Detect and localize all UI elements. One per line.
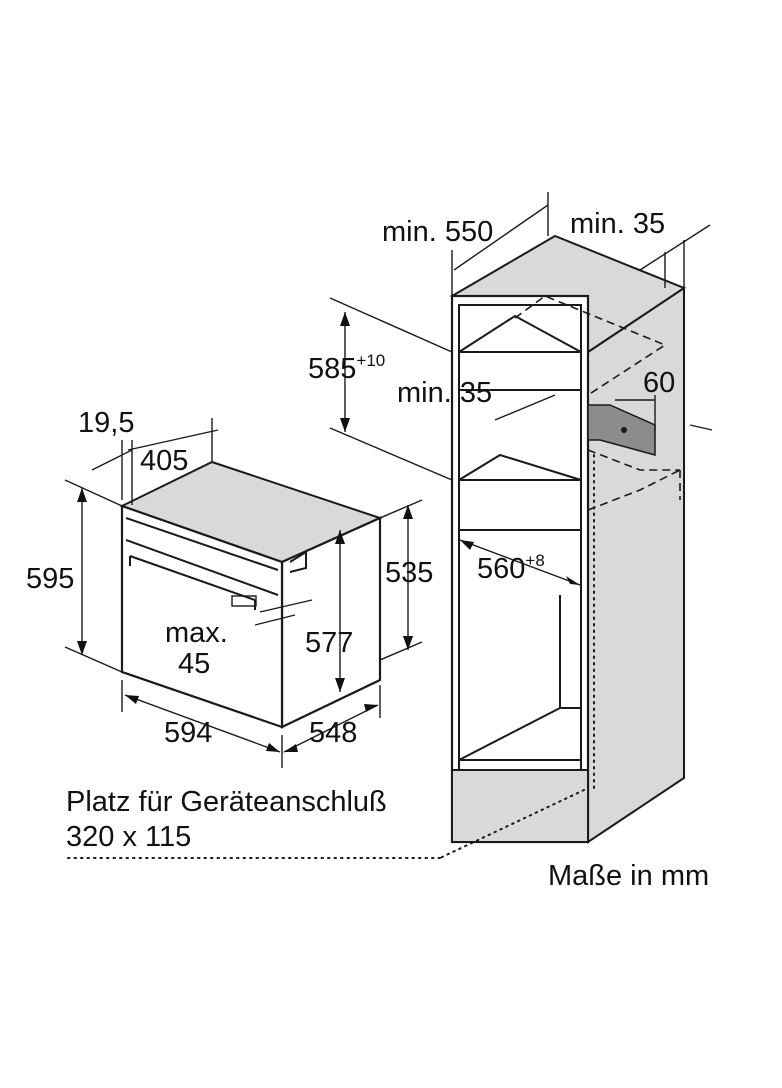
oven-max-value-label: 45 xyxy=(178,648,210,680)
oven-body-height-label: 535 xyxy=(385,557,433,589)
oven-top-depth-label: 405 xyxy=(140,445,188,477)
oven xyxy=(119,460,383,729)
cabinet-vent-depth-label: 60 xyxy=(643,367,675,399)
cabinet-depth-min-label: min. 550 xyxy=(382,216,493,248)
oven-inner-height-label: 577 xyxy=(305,627,353,659)
oven-max-label: max. xyxy=(165,617,228,649)
cabinet-side-gap-min-label: min. 35 xyxy=(570,208,665,240)
cabinet-rear-gap-min-label: min. 35 xyxy=(397,377,492,409)
cabinet-opening-height-label: 585+10 xyxy=(308,351,385,385)
cabinet-opening-width-label: 560+8 xyxy=(477,551,545,585)
oven-height-label: 595 xyxy=(26,563,74,595)
connection-space-label: Platz für Geräteanschluß xyxy=(66,786,387,818)
connection-space-size: 320 x 115 xyxy=(66,821,191,853)
oven-width-label: 594 xyxy=(164,717,212,749)
oven-depth-label: 548 xyxy=(309,717,357,749)
oven-door-offset-label: 19,5 xyxy=(78,407,134,439)
tall-cabinet xyxy=(64,234,687,859)
units-note: Maße in mm xyxy=(548,860,709,892)
dimension-lines xyxy=(64,192,713,768)
